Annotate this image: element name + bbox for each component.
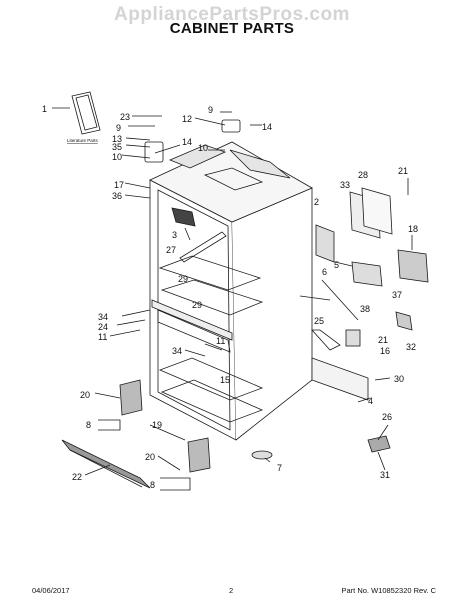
- watermark: AppliancePartsPros.com: [114, 4, 350, 25]
- callout-11: 11: [98, 332, 107, 342]
- callout-12: 12: [182, 114, 192, 124]
- callout-14: 14: [182, 137, 192, 147]
- literature-parts-label: Literature Parts: [67, 138, 99, 143]
- callout-22: 22: [72, 472, 82, 482]
- footer-date: 04/06/2017: [32, 586, 70, 595]
- callout-30: 30: [394, 374, 404, 384]
- callout-10: 10: [198, 143, 208, 153]
- callout-35: 35: [112, 142, 122, 152]
- literature-label: Literature Parts: [67, 138, 99, 143]
- callout-32: 32: [406, 342, 416, 352]
- callout-34: 34: [98, 312, 108, 322]
- callout-38: 38: [360, 304, 370, 314]
- callout-20: 20: [145, 452, 155, 462]
- callout-8: 8: [86, 420, 91, 430]
- callout-34: 34: [172, 346, 182, 356]
- callout-28: 28: [358, 170, 368, 180]
- callout-20: 20: [80, 390, 90, 400]
- callout-19: 19: [152, 420, 162, 430]
- callout-3: 3: [172, 230, 177, 240]
- callout-4: 4: [368, 396, 373, 406]
- callout-29: 29: [178, 274, 188, 284]
- callout-9: 9: [208, 105, 213, 115]
- callout-17: 17: [114, 180, 124, 190]
- callout-36: 36: [112, 191, 122, 201]
- callout-14: 14: [262, 122, 272, 132]
- callout-21: 21: [378, 335, 388, 345]
- callout-1: 1: [42, 104, 47, 114]
- callout-29: 29: [192, 300, 202, 310]
- callout-6: 6: [322, 267, 327, 277]
- callout-labels: 1 23 9 13 35 10 17 36 14 9 12 14 10 3 27…: [42, 104, 418, 490]
- callout-10: 10: [112, 152, 122, 162]
- footer-part-number: Part No. W10852320 Rev. C: [341, 586, 437, 595]
- callout-7: 7: [277, 463, 282, 473]
- callout-2: 2: [314, 197, 319, 207]
- callout-23: 23: [120, 112, 130, 122]
- callout-26: 26: [382, 412, 392, 422]
- callout-8: 8: [150, 480, 155, 490]
- cabinet-drawing: [52, 91, 429, 491]
- callout-11: 11: [216, 336, 225, 346]
- callout-27: 27: [166, 245, 176, 255]
- callout-9: 9: [116, 123, 121, 133]
- footer-page-number: 2: [229, 586, 234, 595]
- callout-33: 33: [340, 180, 350, 190]
- callout-24: 24: [98, 322, 108, 332]
- callout-21: 21: [398, 166, 408, 176]
- callout-16: 16: [380, 346, 390, 356]
- callout-37: 37: [392, 290, 402, 300]
- callout-31: 31: [380, 470, 390, 480]
- callout-13: 13: [112, 134, 122, 144]
- callout-15: 15: [220, 375, 230, 385]
- page-title: CABINET PARTS: [169, 20, 295, 37]
- callout-5: 5: [334, 260, 339, 270]
- callout-25: 25: [314, 316, 324, 326]
- callout-18: 18: [408, 224, 418, 234]
